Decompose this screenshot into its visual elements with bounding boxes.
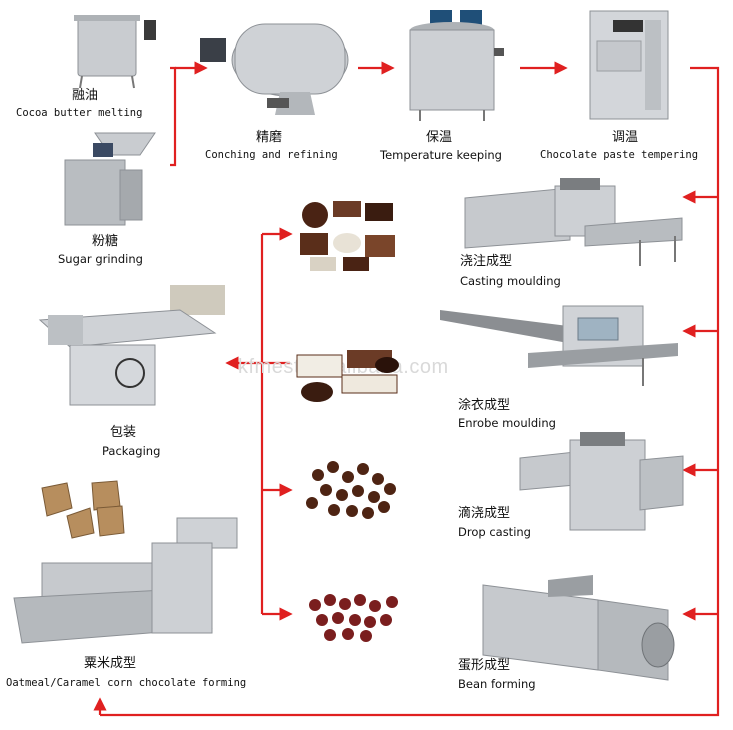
enrobe-en: Enrobe moulding xyxy=(458,416,556,430)
temp-keeping-en: Temperature keeping xyxy=(380,148,502,162)
melting-tank-image xyxy=(74,15,156,89)
bean-forming-zh: 蛋形成型 xyxy=(458,658,511,673)
tempering-machine-image xyxy=(589,10,669,120)
oatmeal-forming-en: Oatmeal/Caramel corn chocolate forming xyxy=(6,677,247,689)
chocolate-beans-image xyxy=(309,594,398,642)
temp-keeping-zh: 保温 xyxy=(426,130,453,145)
tempering-en: Chocolate paste tempering xyxy=(540,149,699,161)
cocoa-melting-zh: 融油 xyxy=(72,88,99,103)
enrobing-line-image xyxy=(440,305,678,386)
conching-zh: 精磨 xyxy=(256,130,283,145)
chocolate-assortment-image xyxy=(300,201,395,271)
packaging-en: Packaging xyxy=(102,444,161,458)
oatmeal-forming-image xyxy=(13,480,238,644)
bean-forming-en: Bean forming xyxy=(458,677,536,691)
drop-casting-zh: 滴浇成型 xyxy=(458,506,511,521)
cocoa-melting-en: Cocoa butter melting xyxy=(16,107,143,119)
enrobe-zh: 涂衣成型 xyxy=(458,398,511,413)
sugar-grinding-zh: 粉糖 xyxy=(92,234,119,249)
conching-machine-image xyxy=(200,23,349,115)
sugar-grinder-image xyxy=(64,132,156,226)
drop-casting-en: Drop casting xyxy=(458,525,531,539)
sugar-grinding-en: Sugar grinding xyxy=(58,252,143,266)
casting-line-image xyxy=(464,178,683,266)
bean-forming-image xyxy=(482,575,675,681)
oatmeal-forming-zh: 粟米成型 xyxy=(84,656,137,671)
enrobed-chocolate-image xyxy=(296,350,399,402)
chocolate-drops-image xyxy=(306,461,396,519)
packaging-machine-image xyxy=(38,285,225,406)
tempering-zh: 调温 xyxy=(612,130,639,145)
packaging-zh: 包装 xyxy=(110,425,137,440)
casting-en: Casting moulding xyxy=(460,274,561,288)
casting-zh: 浇注成型 xyxy=(460,254,513,269)
drop-casting-image xyxy=(519,432,684,531)
holding-tank-image xyxy=(409,10,504,121)
conching-en: Conching and refining xyxy=(205,149,338,161)
